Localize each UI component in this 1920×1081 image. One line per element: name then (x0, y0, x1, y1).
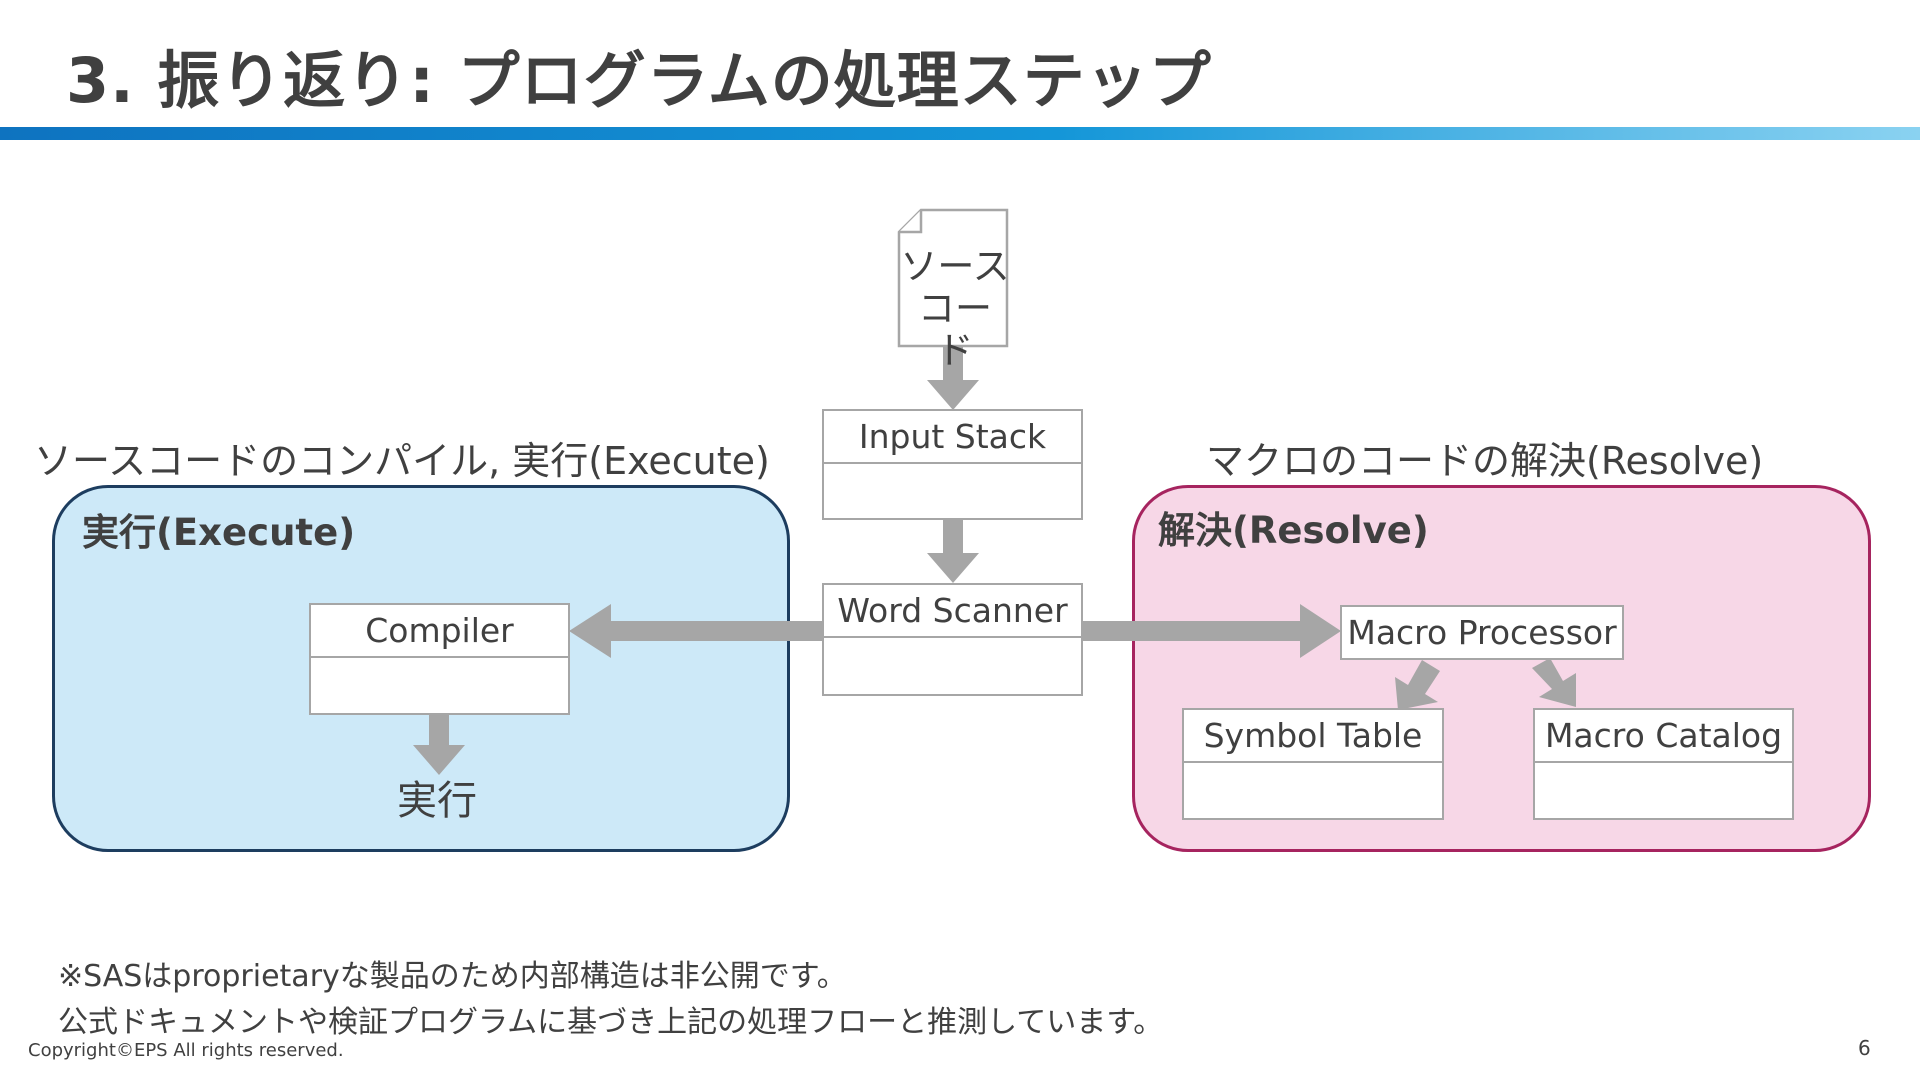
arrow-macro-processor-to-macro-catalog (1532, 658, 1576, 707)
word-scanner-box: Word Scanner (822, 583, 1083, 696)
word-scanner-label: Word Scanner (824, 585, 1081, 638)
source-code-document-icon (897, 208, 1009, 348)
macro-catalog-label: Macro Catalog (1535, 710, 1792, 763)
execute-output-label: 実行 (397, 778, 477, 824)
arrow-input-stack-to-word-scanner (927, 520, 979, 583)
symbol-table-label: Symbol Table (1184, 710, 1442, 763)
compiler-label: Compiler (311, 605, 568, 658)
slide-title: 3. 振り返り: プログラムの処理ステップ (66, 44, 1212, 117)
note-line-2: 公式ドキュメントや検証プログラムに基づき上記の処理フローと推測しています。 (58, 1005, 1164, 1040)
arrow-doc-to-input-stack (927, 347, 979, 410)
copyright-footer: Copyright©EPS All rights reserved. (28, 1040, 344, 1061)
arrow-compiler-to-execute (413, 713, 465, 775)
arrow-macro-processor-to-symbol-table (1395, 660, 1440, 710)
source-code-label: ソース コード (900, 246, 1010, 372)
resolve-group-title: 解決(Resolve) (1158, 509, 1429, 552)
source-code-label-line1: ソース (900, 245, 1010, 288)
left-caption: ソースコードのコンパイル, 実行(Execute) (34, 439, 770, 483)
input-stack-box: Input Stack (822, 409, 1083, 520)
symbol-table-box: Symbol Table (1182, 708, 1444, 820)
arrow-word-scanner-to-compiler (569, 604, 825, 658)
macro-catalog-box: Macro Catalog (1533, 708, 1794, 820)
source-code-label-line2: コード (918, 287, 992, 372)
page-number: 6 (1858, 1036, 1871, 1060)
input-stack-label: Input Stack (824, 411, 1081, 464)
compiler-box: Compiler (309, 603, 570, 715)
right-caption: マクロのコードの解決(Resolve) (1206, 439, 1764, 483)
macro-processor-box: Macro Processor (1340, 605, 1624, 660)
arrow-word-scanner-to-macro-processor (1083, 604, 1341, 658)
execute-group-title: 実行(Execute) (82, 511, 356, 554)
note-line-1: ※SASはproprietaryな製品のため内部構造は非公開です。 (58, 959, 847, 994)
title-underline-bar (0, 127, 1920, 140)
